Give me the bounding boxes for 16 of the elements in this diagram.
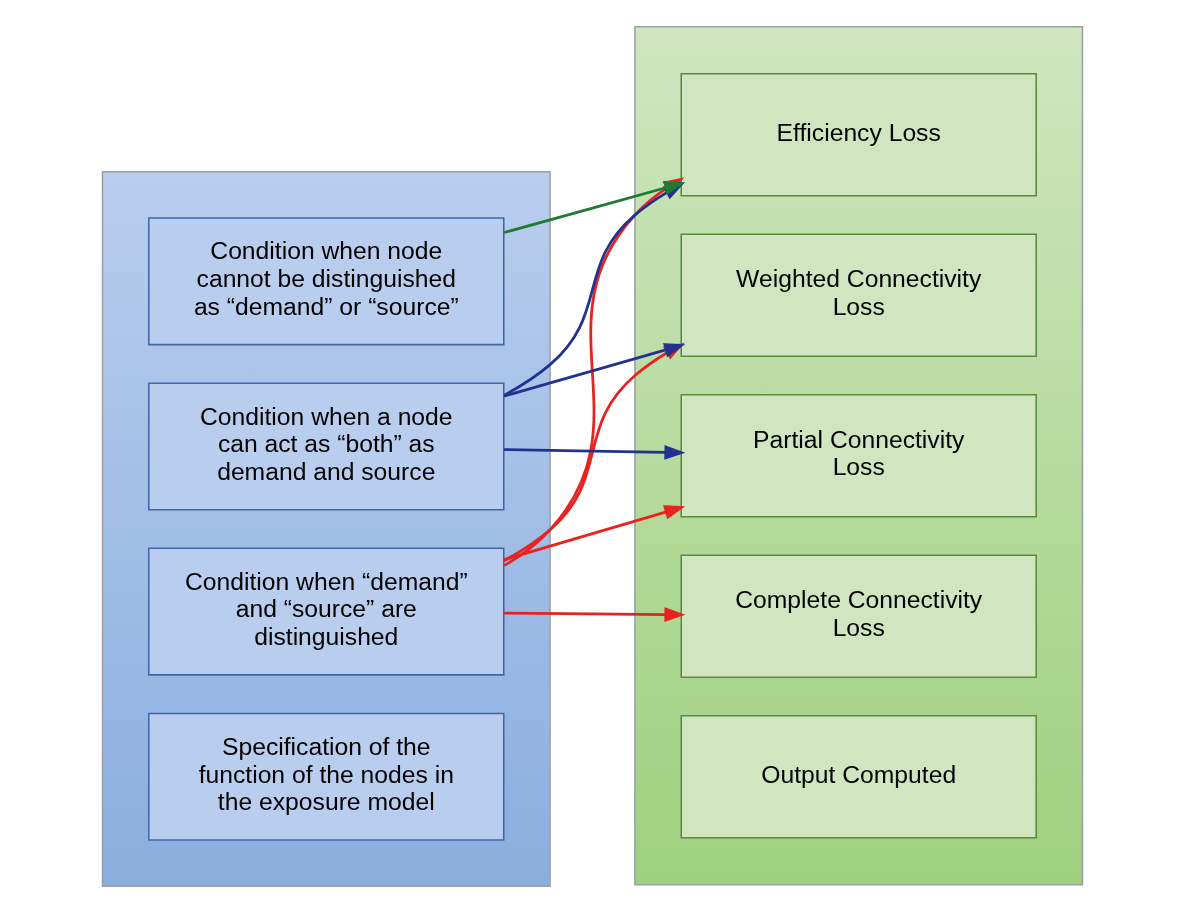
node-box: Condition when a node can act as “both” as demand and source: [147, 382, 505, 511]
cluster: [633, 25, 1083, 886]
node-box: Partial Connectivity Loss: [679, 394, 1037, 518]
node-box: Output Computed: [679, 715, 1037, 839]
arrow: [503, 343, 685, 398]
cluster: [101, 171, 551, 888]
arrow: [503, 445, 685, 460]
arrow: [502, 342, 685, 562]
node-box: Specification of the function of the nodes in the exposure model: [147, 712, 505, 841]
node-box: Condition when node cannot be distinguished as “demand” or “source”: [147, 217, 505, 346]
node-box: Efficiency Loss: [679, 73, 1037, 197]
node-box: Complete Connectivity Loss: [679, 554, 1037, 678]
node-box: Condition when “demand” and “source” are distinguished: [147, 547, 505, 676]
arrow: [503, 607, 685, 622]
arrow: [503, 505, 685, 562]
node-box: Weighted Connectivity Loss: [679, 233, 1037, 357]
